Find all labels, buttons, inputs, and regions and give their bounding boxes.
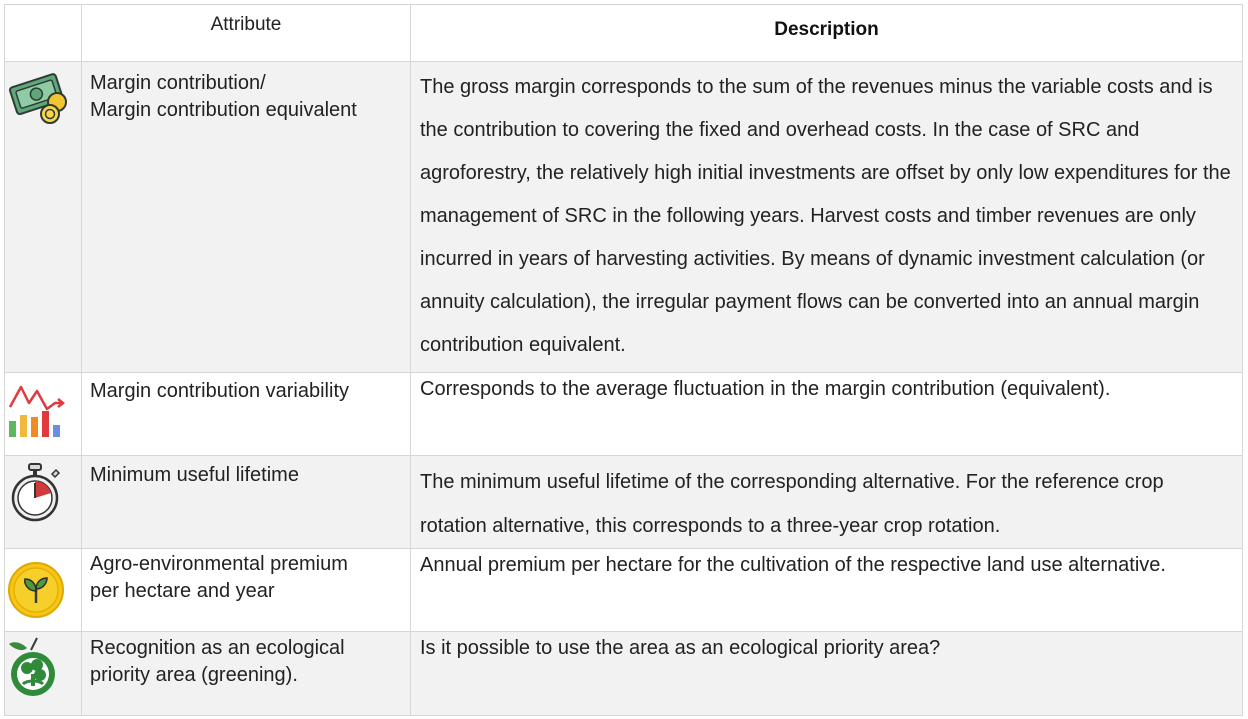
- description-text: The gross margin corresponds to the sum …: [420, 76, 1231, 356]
- header-attribute-label: Attribute: [210, 14, 282, 35]
- attribute-line: Agro-environmental premium: [90, 553, 348, 575]
- fluctuation-chart-icon: [4, 372, 82, 456]
- attribute-line: per hectare and year: [90, 580, 275, 602]
- header-icon-cell: [4, 4, 82, 62]
- description-text: Is it possible to use the area as an eco…: [420, 637, 941, 659]
- description-text: Annual premium per hectare for the culti…: [420, 554, 1166, 576]
- attribute-cell: Agro-environmental premium per hectare a…: [81, 548, 411, 632]
- table-row: Agro-environmental premium per hectare a…: [4, 548, 1243, 632]
- money-icon: [4, 61, 82, 373]
- description-cell: Corresponds to the average fluctuation i…: [410, 372, 1243, 456]
- attribute-line: Margin contribution equivalent: [90, 99, 357, 121]
- description-cell: The gross margin corresponds to the sum …: [410, 61, 1243, 373]
- description-cell: Annual premium per hectare for the culti…: [410, 548, 1243, 632]
- attribute-line: Recognition as an ecological: [90, 637, 345, 659]
- header-attribute: Attribute: [81, 4, 411, 62]
- table-row: Margin contribution/ Margin contribution…: [4, 61, 1243, 373]
- description-text: The minimum useful lifetime of the corre…: [420, 471, 1164, 537]
- attribute-line: Margin contribution/: [90, 72, 266, 94]
- header-description-label: Description: [774, 19, 879, 40]
- attribute-line: Minimum useful lifetime: [90, 464, 299, 486]
- table-row: Minimum useful lifetime The minimum usef…: [4, 455, 1243, 549]
- description-cell: Is it possible to use the area as an eco…: [410, 631, 1243, 716]
- attribute-table: Attribute Description Margin contributio…: [4, 4, 1243, 716]
- description-text: Corresponds to the average fluctuation i…: [420, 378, 1111, 400]
- table-row: Recognition as an ecological priority ar…: [4, 631, 1243, 716]
- sprout-coin-icon: [4, 548, 82, 632]
- table-header-row: Attribute Description: [4, 4, 1243, 62]
- attribute-cell: Margin contribution/ Margin contribution…: [81, 61, 411, 373]
- attribute-cell: Recognition as an ecological priority ar…: [81, 631, 411, 716]
- attribute-cell: Margin contribution variability: [81, 372, 411, 456]
- header-description: Description: [410, 4, 1243, 62]
- stopwatch-icon: [4, 455, 82, 549]
- table-row: Margin contribution variability Correspo…: [4, 372, 1243, 456]
- description-cell: The minimum useful lifetime of the corre…: [410, 455, 1243, 549]
- attribute-line: Margin contribution variability: [90, 380, 350, 402]
- ecology-apple-icon: [4, 631, 82, 716]
- attribute-cell: Minimum useful lifetime: [81, 455, 411, 549]
- attribute-line: priority area (greening).: [90, 664, 298, 686]
